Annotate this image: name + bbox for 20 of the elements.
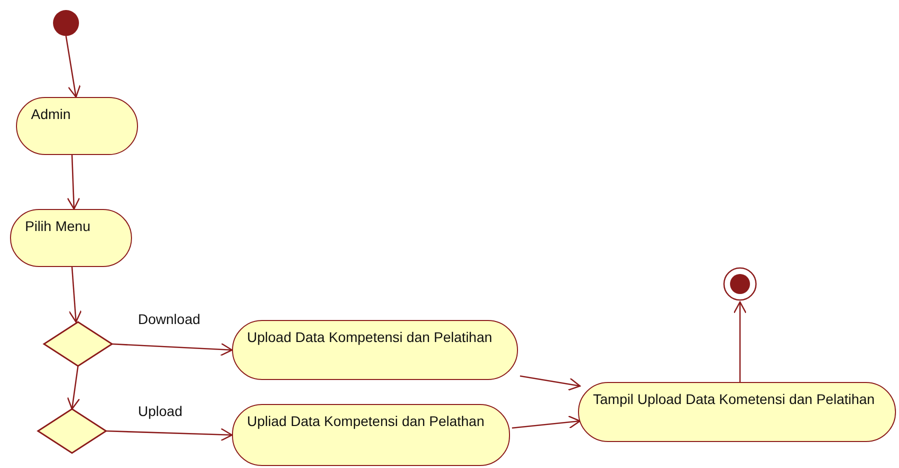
control-flow-arrow (66, 366, 80, 410)
control-flow-arrow (66, 154, 80, 210)
action-node: Pilih Menu (10, 209, 132, 267)
decision-diamond (44, 322, 112, 366)
final-node (723, 267, 757, 301)
control-flow-arrow (733, 301, 747, 382)
action-node: Upload Data Kompetensi dan Pelatihan (232, 320, 518, 380)
action-node: Tampil Upload Data Kometensi dan Pelatihan (578, 382, 896, 442)
control-flow-arrow (112, 342, 233, 356)
guard-label: Download (138, 311, 200, 327)
guard-label: Upload (138, 403, 182, 419)
control-flow-arrow (520, 375, 581, 391)
initial-node (53, 10, 79, 36)
control-flow-arrow (65, 36, 81, 98)
action-node: Upliad Data Kompetensi dan Pelathan (232, 404, 510, 466)
action-node: Admin (16, 97, 138, 155)
decision-diamond (38, 409, 106, 453)
control-flow-arrow (68, 266, 82, 323)
control-flow-arrow (512, 416, 581, 429)
control-flow-arrow (106, 428, 233, 442)
